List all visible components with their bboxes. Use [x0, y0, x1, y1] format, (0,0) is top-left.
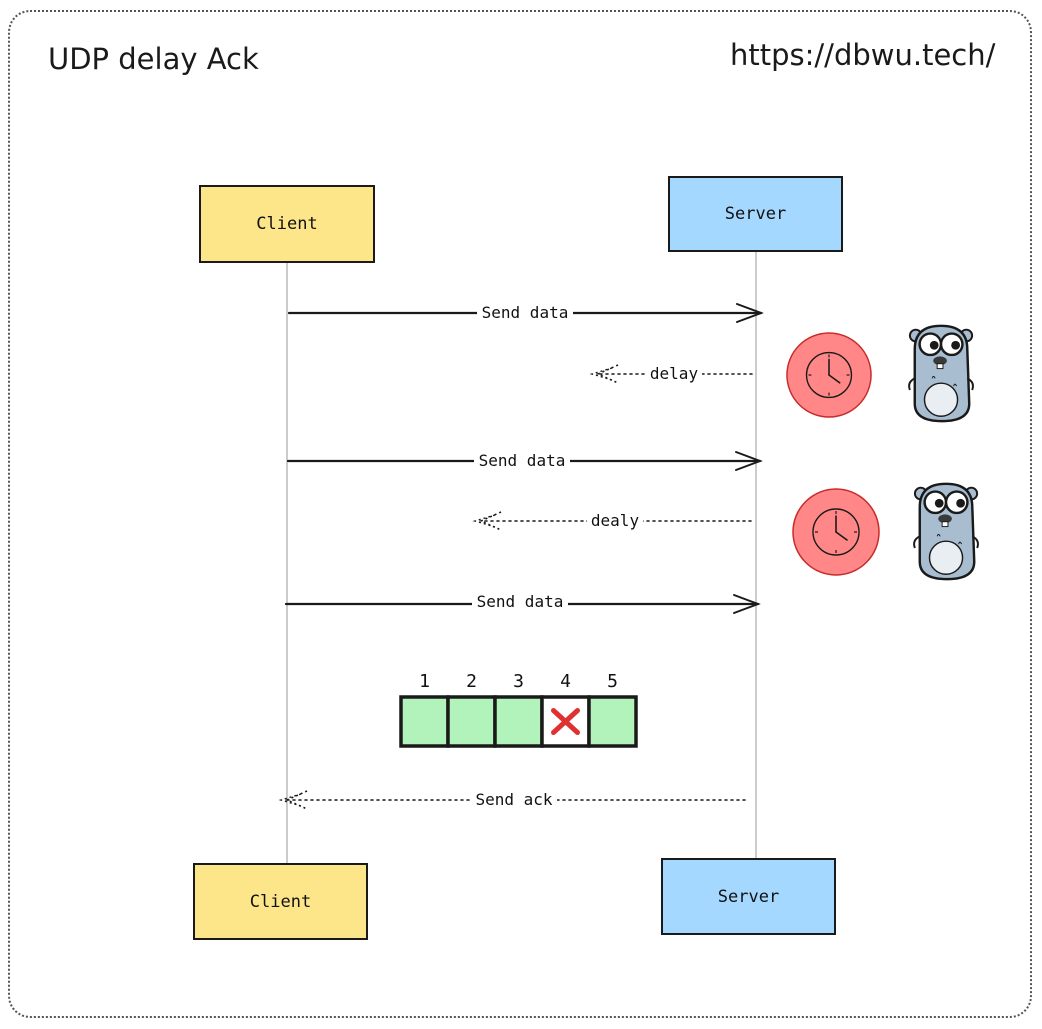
- arrowhead: [472, 514, 496, 528]
- diagram-frame: [8, 10, 1032, 1018]
- arrowhead: [589, 367, 613, 381]
- message-label-bg: [587, 510, 643, 530]
- packet-number: 2: [466, 671, 477, 692]
- arrowhead: [285, 790, 308, 810]
- packet-strip: 1 2 3 4 5: [399, 671, 638, 748]
- gopher-mascot-icon: [912, 482, 980, 581]
- message-label: dealy: [591, 511, 640, 530]
- packet-cell: [587, 695, 638, 748]
- server-participant-bottom: Server: [661, 858, 836, 935]
- packet-number: 5: [607, 671, 618, 692]
- diagram-title: UDP delay Ack: [48, 42, 259, 76]
- client-participant-top: Client: [199, 185, 375, 263]
- packet-number: 3: [513, 671, 524, 692]
- arrowhead: [735, 451, 763, 471]
- message-label-bg: [474, 450, 570, 470]
- message-4: dealy: [472, 510, 752, 531]
- message-label: delay: [650, 364, 699, 383]
- clock-icon: [786, 332, 872, 418]
- message-5: Send data: [284, 591, 761, 614]
- packet-number: 4: [560, 671, 571, 692]
- packet-number: 1: [419, 671, 430, 692]
- message-label: Send data: [479, 451, 566, 470]
- message-label-bg: [472, 591, 568, 611]
- arrowhead: [733, 594, 761, 614]
- packet-cell: [399, 695, 450, 748]
- message-3: Send data: [286, 450, 763, 471]
- lifelines: [286, 252, 757, 863]
- message-6: Send ack: [278, 789, 746, 810]
- message-label: Send data: [477, 592, 564, 611]
- client-participant-bottom: Client: [193, 863, 368, 940]
- arrowhead: [278, 793, 302, 807]
- message-label-bg: [646, 363, 702, 383]
- packet-3: 3: [493, 671, 544, 748]
- lost-packet-x-icon: [551, 708, 580, 735]
- message-1: Send data: [287, 302, 764, 323]
- site-url: https://dbwu.tech/: [730, 38, 996, 72]
- packet-2: 2: [446, 671, 497, 748]
- packet-cell: [446, 695, 497, 748]
- message-2: delay: [589, 363, 753, 384]
- message-label: Send ack: [475, 790, 552, 809]
- arrowhead: [736, 303, 764, 323]
- clock-icon: [792, 488, 880, 576]
- server-participant-top: Server: [668, 176, 843, 252]
- packet-1: 1: [399, 671, 450, 748]
- message-label-bg: [471, 789, 557, 809]
- packet-cell: [493, 695, 544, 748]
- packet-5: 5: [587, 671, 638, 748]
- gopher-mascot-icon: [907, 324, 975, 423]
- message-label: Send data: [482, 303, 569, 322]
- message-label-bg: [477, 302, 573, 322]
- packet-4: 4: [540, 671, 591, 748]
